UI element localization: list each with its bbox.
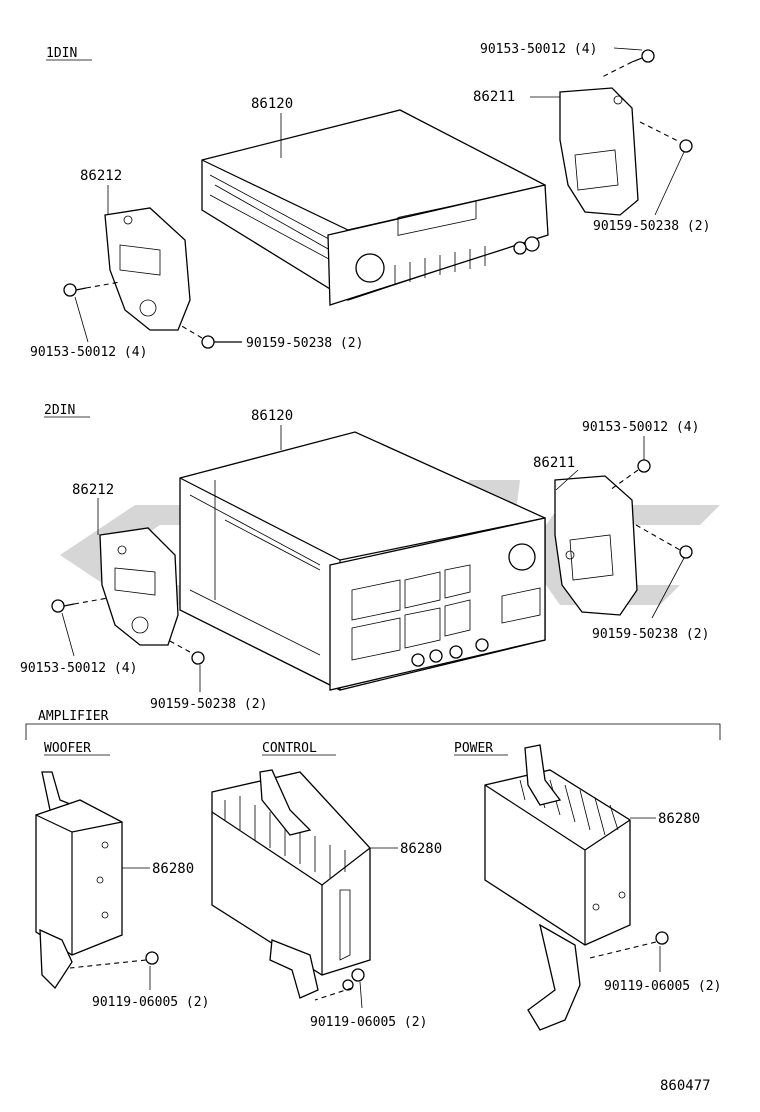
- screw-icon: [679, 139, 693, 153]
- leader-mid-screw-a: [61, 612, 75, 657]
- leader-top-screw-c: [654, 151, 685, 216]
- mid-radio-label: 86120: [251, 408, 293, 424]
- leader-mid-bracket-right: [555, 469, 579, 491]
- control-screw-label: 90119-06005 (2): [310, 1015, 427, 1030]
- woofer-part-label: 86280: [152, 861, 194, 877]
- top-screw-c-label: 90159-50238 (2): [593, 219, 710, 234]
- bracket-86211-1din: [559, 87, 639, 216]
- dashed-line: [69, 959, 147, 969]
- top-bracket-left-label: 86212: [80, 168, 122, 184]
- screw-icon: [191, 651, 205, 665]
- screw-icon: [145, 951, 159, 965]
- mid-bracket-right-label: 86211: [533, 455, 575, 471]
- control-amplifier: [211, 769, 371, 999]
- leader-top-screw-a: [74, 296, 89, 343]
- screw-icon: [63, 283, 87, 297]
- screw-icon: [637, 459, 651, 473]
- dashed-line: [635, 524, 681, 551]
- top-screw-b-label: 90159-50238 (2): [246, 336, 363, 351]
- woofer-screw-label: 90119-06005 (2): [92, 995, 209, 1010]
- power-title: POWER: [454, 741, 493, 756]
- mid-screw-b-label: 90159-50238 (2): [150, 697, 267, 712]
- dashed-line: [599, 61, 633, 79]
- dashed-line: [609, 469, 639, 491]
- diagram-number: 860477: [660, 1078, 711, 1094]
- section-1din-title: 1DIN: [46, 46, 77, 61]
- screw-icon: [342, 968, 365, 991]
- amplifier-title: AMPLIFIER: [38, 709, 109, 724]
- dashed-line: [314, 987, 353, 1001]
- mid-bracket-left-label: 86212: [72, 482, 114, 498]
- dashed-line: [85, 281, 121, 289]
- woofer-title: WOOFER: [44, 741, 91, 756]
- woofer-amplifier: [35, 771, 123, 990]
- section-2din-title: 2DIN: [44, 403, 75, 418]
- screw-icon: [201, 335, 242, 349]
- top-radio-label: 86120: [251, 96, 293, 112]
- dashed-line: [639, 121, 681, 143]
- control-title: CONTROL: [262, 741, 317, 756]
- mid-screw-c-label: 90153-50012 (4): [582, 420, 699, 435]
- leader-mid-screw-d: [651, 557, 685, 619]
- power-screw-label: 90119-06005 (2): [604, 979, 721, 994]
- radio-2din-unit: [179, 431, 546, 691]
- mid-screw-a-label: 90153-50012 (4): [20, 661, 137, 676]
- screw-icon: [655, 931, 669, 945]
- screw-icon: [679, 545, 693, 559]
- power-amplifier: [484, 744, 631, 1031]
- leader-top-screw-d: [613, 47, 643, 51]
- bracket-86211-2din: [554, 475, 638, 616]
- top-bracket-right-label: 86211: [473, 89, 515, 105]
- amplifier-bracket-line: [25, 723, 721, 740]
- bracket-86212-2din: [99, 527, 179, 646]
- dashed-line: [179, 324, 203, 339]
- dashed-line: [589, 941, 657, 959]
- control-part-label: 86280: [400, 841, 442, 857]
- top-screw-a-label: 90153-50012 (4): [30, 345, 147, 360]
- leader-control-screw: [359, 981, 363, 1009]
- top-screw-d-label: 90153-50012 (4): [480, 42, 597, 57]
- screw-icon: [631, 49, 655, 63]
- dashed-line: [73, 597, 109, 605]
- mid-screw-d-label: 90159-50238 (2): [592, 627, 709, 642]
- radio-1din-unit: [201, 109, 549, 306]
- screw-icon: [51, 599, 75, 613]
- bracket-86212-1din: [104, 207, 191, 331]
- power-part-label: 86280: [658, 811, 700, 827]
- dashed-line: [167, 639, 191, 653]
